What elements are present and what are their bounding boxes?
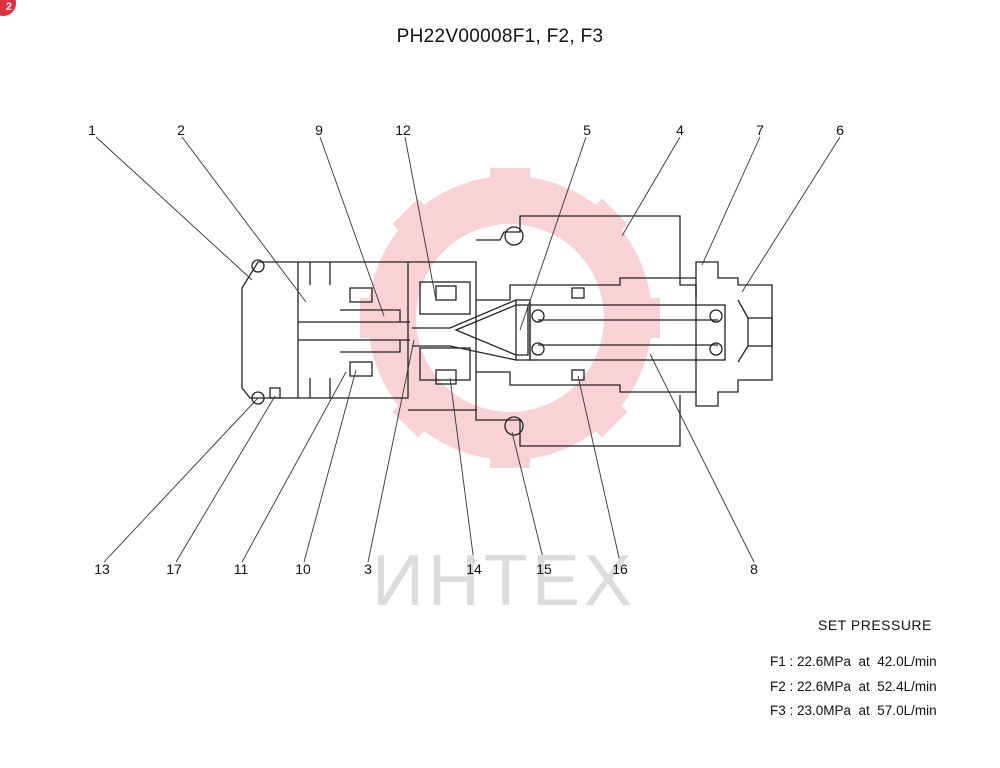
body-part-left bbox=[241, 259, 410, 405]
drawing-title: PH22V00008F1, F2, F3 bbox=[396, 26, 604, 47]
callout-17: 17 bbox=[166, 561, 182, 577]
callout-3: 3 bbox=[364, 561, 372, 577]
callout-5: 5 bbox=[583, 122, 591, 138]
poppet-part bbox=[454, 299, 531, 361]
watermark-gear-icon bbox=[360, 168, 660, 468]
callout-16: 16 bbox=[612, 561, 628, 577]
callout-13: 13 bbox=[94, 561, 110, 577]
callout-7: 7 bbox=[756, 122, 764, 138]
callout-12: 12 bbox=[395, 122, 411, 138]
callout-4: 4 bbox=[676, 122, 684, 138]
callout-6: 6 bbox=[836, 122, 844, 138]
callout-15: 15 bbox=[536, 561, 552, 577]
seat-part-middle bbox=[408, 261, 517, 411]
callout-9: 9 bbox=[315, 122, 323, 138]
callout-11: 11 bbox=[233, 561, 249, 577]
callout-8: 8 bbox=[750, 561, 758, 577]
callout-2: 2 bbox=[177, 122, 185, 138]
plug-part bbox=[695, 261, 773, 407]
set-pressure-heading: SET PRESSURE bbox=[818, 617, 932, 633]
spring-part bbox=[529, 287, 726, 381]
set-pressure-row-f1: F1 : 22.6MPa at 42.0L/min bbox=[770, 654, 937, 669]
callout-10: 10 bbox=[295, 561, 311, 577]
watermark-text: ИНТЕХ bbox=[372, 541, 636, 621]
leader-lines bbox=[95, 136, 841, 563]
callout-14: 14 bbox=[466, 561, 482, 577]
set-pressure-row-f3: F3 : 23.0MPa at 57.0L/min bbox=[770, 703, 937, 718]
set-pressure-row-f2: F2 : 22.6MPa at 52.4L/min bbox=[770, 679, 937, 694]
housing-part bbox=[475, 215, 697, 447]
callout-1: 1 bbox=[88, 122, 96, 138]
corner-badge: 2 bbox=[0, 0, 16, 16]
